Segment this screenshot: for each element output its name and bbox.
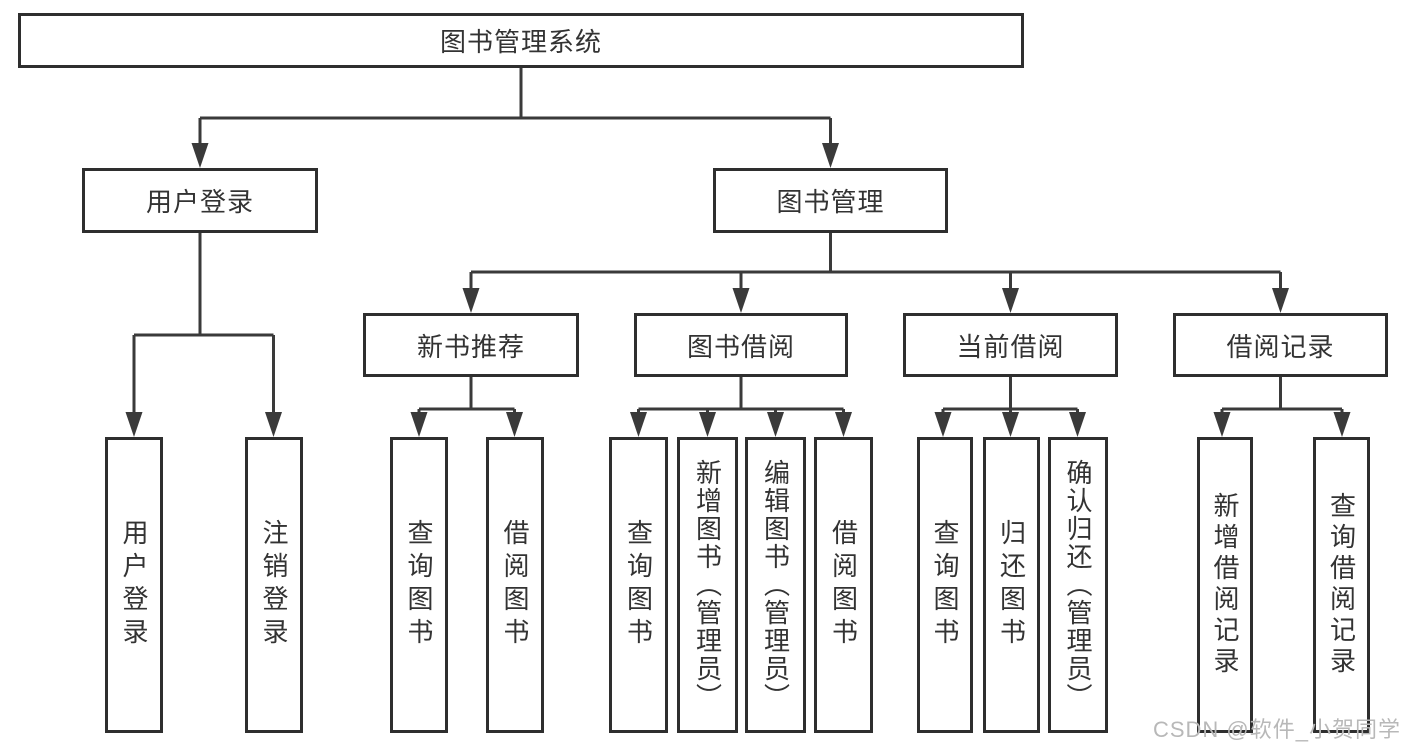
- arrowhead: [462, 288, 480, 313]
- node-book-borrow-label: 图书借阅: [686, 331, 795, 362]
- leaf-query-books-borrow: 查询图书: [609, 437, 668, 733]
- leaf-query-books-current: 查询图书: [917, 437, 973, 733]
- leaf-query-books-recommend: 查询图书: [390, 437, 448, 733]
- arrowhead: [506, 412, 523, 437]
- arrowhead: [1002, 288, 1019, 313]
- leaf-add-books-admin: 新增图书（管理员）: [677, 437, 738, 733]
- leaf-label: 查询图书: [930, 519, 960, 651]
- node-new-book-recommend-label: 新书推荐: [416, 331, 525, 362]
- node-root-label: 图书管理系统: [439, 27, 602, 57]
- arrowhead: [630, 412, 647, 437]
- arrowhead: [934, 412, 952, 437]
- node-book-borrow: 图书借阅: [634, 313, 848, 377]
- leaf-borrow-books: 借阅图书: [814, 437, 873, 733]
- node-current-borrow-label: 当前借阅: [956, 331, 1065, 362]
- leaf-label: 注销登录: [259, 519, 289, 651]
- leaf-label: 查询图书: [623, 519, 654, 651]
- leaf-label: 查询图书: [404, 519, 434, 651]
- node-borrow-records-label: 借阅记录: [1226, 331, 1335, 362]
- leaf-label: 新增借阅记录: [1210, 492, 1240, 678]
- node-book-management-label: 图书管理: [776, 187, 885, 217]
- node-book-management: 图书管理: [713, 168, 948, 233]
- leaf-confirm-return-admin: 确认归还（管理员）: [1048, 437, 1108, 733]
- arrowhead: [1272, 288, 1289, 313]
- arrowhead: [822, 143, 839, 168]
- leaf-logout-login: 注销登录: [245, 437, 303, 733]
- arrowhead: [191, 143, 209, 168]
- arrowhead: [1002, 412, 1019, 437]
- node-current-borrow: 当前借阅: [903, 313, 1118, 377]
- leaf-label: 借阅图书: [500, 519, 530, 651]
- arrowhead: [732, 288, 750, 313]
- leaf-label: 查询借阅记录: [1326, 492, 1357, 678]
- watermark: CSDN @软件_小贺同学: [1152, 717, 1401, 742]
- arrowhead: [835, 412, 852, 437]
- arrowhead: [265, 412, 282, 437]
- node-root: 图书管理系统: [18, 13, 1024, 68]
- leaf-label: 用户登录: [119, 519, 149, 651]
- node-borrow-records: 借阅记录: [1173, 313, 1388, 377]
- leaf-label: 借阅图书: [828, 519, 859, 651]
- arrowhead: [1069, 412, 1086, 437]
- leaf-user-login: 用户登录: [105, 437, 163, 733]
- leaf-label: 归还图书: [996, 519, 1027, 651]
- arrowhead: [410, 412, 428, 437]
- arrowhead: [1333, 412, 1351, 437]
- node-new-book-recommend: 新书推荐: [363, 313, 579, 377]
- leaf-return-books: 归还图书: [983, 437, 1040, 733]
- leaf-add-borrow-record: 新增借阅记录: [1197, 437, 1253, 733]
- arrowhead: [125, 412, 143, 437]
- leaf-query-borrow-record: 查询借阅记录: [1313, 437, 1370, 733]
- leaf-edit-books-admin: 编辑图书（管理员）: [745, 437, 806, 733]
- leaf-label: 新增图书（管理员）: [692, 459, 723, 711]
- arrowhead: [699, 412, 716, 437]
- arrowhead: [767, 412, 784, 437]
- arrowhead: [1213, 412, 1231, 437]
- node-user-login: 用户登录: [82, 168, 318, 233]
- node-user-login-label: 用户登录: [145, 187, 254, 217]
- leaf-label: 确认归还（管理员）: [1063, 459, 1093, 711]
- leaf-label: 编辑图书（管理员）: [760, 459, 791, 711]
- leaf-borrow-books-recommend: 借阅图书: [486, 437, 544, 733]
